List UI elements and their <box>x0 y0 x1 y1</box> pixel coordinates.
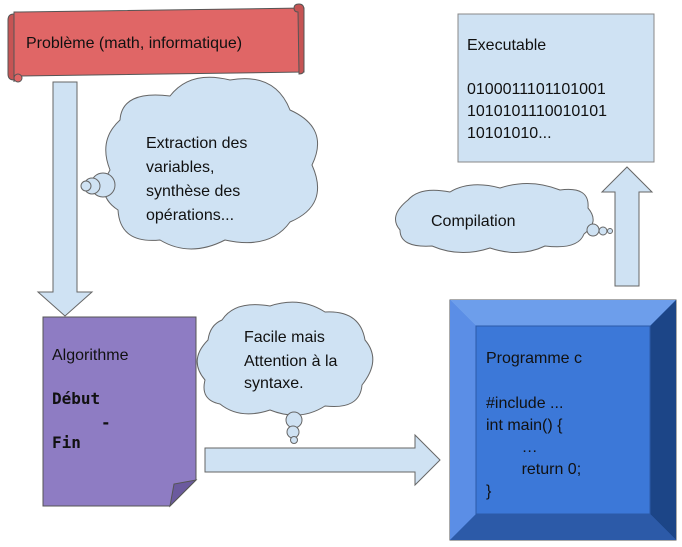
cloud-extraction-shape <box>80 76 319 250</box>
algorithme-doc <box>42 316 198 508</box>
programme-code-line-1: #include ... <box>486 395 564 412</box>
programme-code-line-2: int main() { <box>486 417 563 434</box>
executable-bits-1: 0100011101101001 <box>467 81 606 98</box>
cloud-extraction-line-4: opérations... <box>146 207 235 224</box>
executable-bits-2: 1010101110010101 <box>467 103 607 120</box>
arrow-up <box>600 166 654 287</box>
probleme-scroll <box>7 3 305 83</box>
programme-code-line-4: return 0; <box>486 461 582 478</box>
programme-title: Programme c <box>486 350 583 367</box>
executable-box <box>457 13 655 163</box>
programme-bevel <box>449 299 677 541</box>
cloud-syntax-line-3: syntaxe. <box>244 375 304 392</box>
executable-bits-3: 10101010... <box>467 125 552 142</box>
algorithme-dash: - <box>101 413 111 432</box>
programme-code-line-5: } <box>486 483 492 500</box>
arrow-down <box>36 81 94 317</box>
cloud-extraction-line-1: Extraction des <box>146 135 248 152</box>
cloud-extraction-line-2: variables, <box>146 159 215 176</box>
probleme-label: Problème (math, informatique) <box>26 35 243 52</box>
programme-code-line-3: … <box>486 439 538 456</box>
cloud-compilation-label: Compilation <box>431 213 516 230</box>
algorithme-fin: Fin <box>52 433 81 452</box>
cloud-syntax-line-1: Facile mais <box>244 329 325 346</box>
executable-title: Executable <box>467 37 547 54</box>
cloud-syntax-shape <box>196 301 374 444</box>
algorithme-debut: Début <box>52 389 101 408</box>
cloud-compilation-shape <box>395 183 613 253</box>
cloud-extraction-line-3: synthèse des <box>146 183 241 200</box>
arrow-right <box>204 433 441 487</box>
algorithme-title: Algorithme <box>52 347 129 364</box>
cloud-syntax-line-2: Attention à la <box>244 353 338 370</box>
